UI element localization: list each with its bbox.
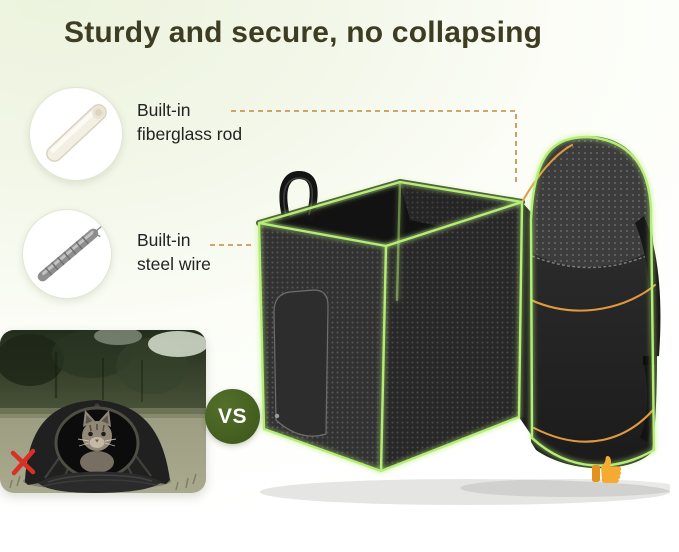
vs-badge: VS [205,389,260,444]
front-pocket [273,289,329,437]
zipper-pull [274,413,280,419]
x-mark-icon [10,448,36,476]
thumbs-up-icon [592,456,622,483]
steel-wire-label: Built-in steel wire [137,228,211,276]
collapsed-carrier-photo [0,330,206,493]
shoulder-strap [635,216,661,357]
fiberglass-rod-label-line1: Built-in [137,100,191,120]
steel-wire-image [37,226,102,282]
steel-wire-label-line2: steel wire [137,254,211,275]
cat [77,410,117,473]
steel-wire-thumbnail [22,209,112,299]
steel-wire-highlight [398,143,657,443]
expanded-compartment [256,170,525,471]
strap-buckle [643,356,655,365]
backpack-section [529,136,661,469]
fiberglass-rod-label: Built-in fiberglass rod [137,98,242,146]
fiberglass-frame-highlight [257,135,656,473]
zipper-line [531,253,652,269]
fiberglass-rod-label-line2: fiberglass rod [137,124,243,145]
steel-wire-label-line1: Built-in [137,230,191,250]
carry-handle [279,170,318,221]
fiberglass-rod-thumbnail [29,87,123,181]
collapsed-carrier-scene [0,330,206,493]
page-title: Sturdy and secure, no collapsing [64,16,543,49]
vs-badge-label: VS [217,404,247,428]
fiberglass-rod-image [46,104,107,162]
